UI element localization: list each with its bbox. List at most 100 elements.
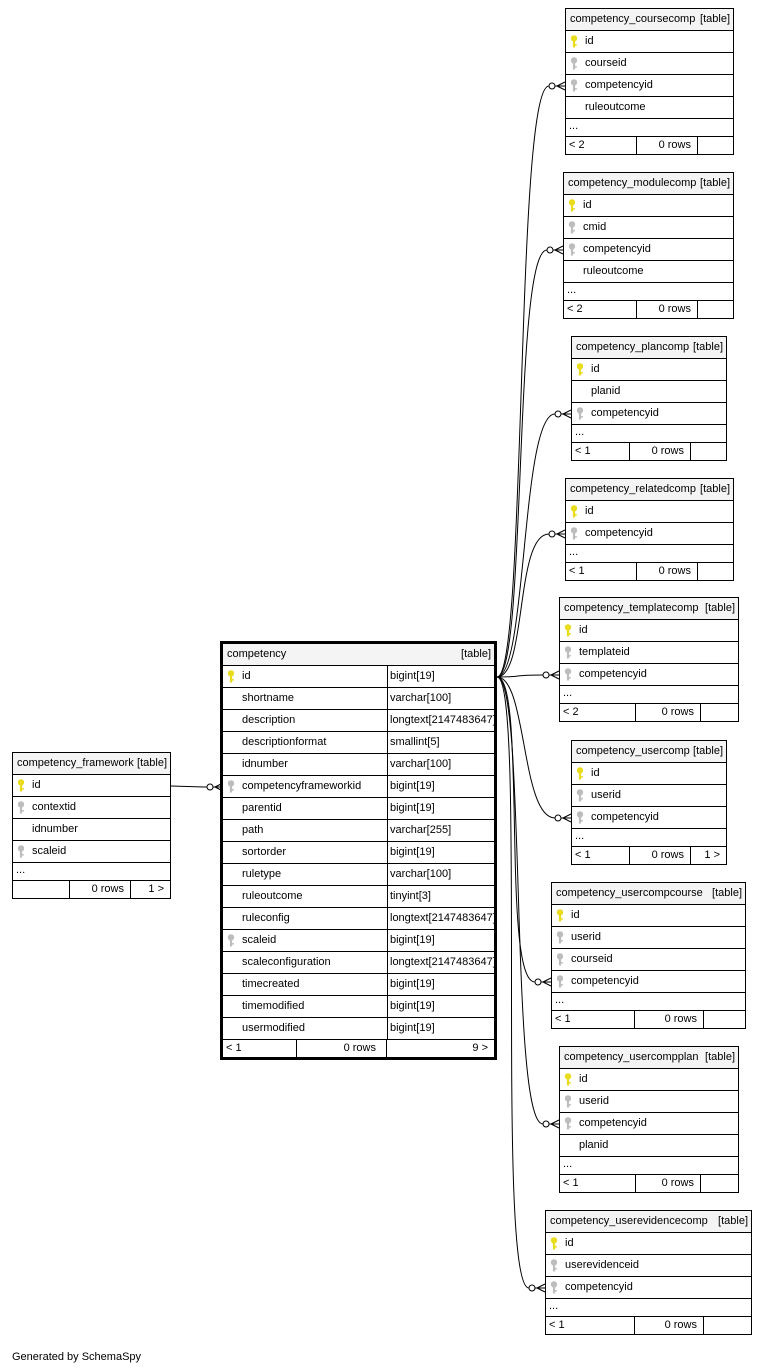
column-row[interactable]: competencyid (546, 1277, 751, 1299)
column-row[interactable]: idnumber (13, 819, 170, 841)
column-row[interactable]: courseid (566, 53, 733, 75)
column-name: userevidenceid (565, 1259, 639, 1271)
children-count[interactable]: 1 > (704, 849, 720, 861)
column-row[interactable]: id (564, 195, 733, 217)
column-row[interactable]: planid (572, 381, 726, 403)
column-row[interactable]: contextid (13, 797, 170, 819)
column-row[interactable]: ruleoutcome (566, 97, 733, 119)
parents-count[interactable]: < 2 (569, 139, 585, 151)
column-row[interactable]: competencyid (564, 239, 733, 261)
table-header[interactable]: competency_framework[table] (13, 753, 170, 775)
parents-count[interactable]: < 1 (226, 1042, 242, 1054)
column-row[interactable]: id (572, 359, 726, 381)
column-row[interactable]: competencyid (552, 971, 745, 993)
column-row[interactable]: competencyid (572, 807, 726, 829)
table-header[interactable]: competency_modulecomp[table] (564, 173, 733, 195)
table-header[interactable]: competency_usercompplan[table] (560, 1047, 738, 1069)
column-type: bigint[19] (390, 802, 435, 814)
column-row[interactable]: competencyid (566, 523, 733, 545)
column-row[interactable]: userevidenceid (546, 1255, 751, 1277)
table-competency-templatecomp[interactable]: competency_templatecomp[table]id template… (559, 597, 739, 722)
column-row[interactable]: competencyid (560, 1113, 738, 1135)
column-row[interactable]: id (566, 31, 733, 53)
column-name: courseid (571, 953, 613, 965)
parents-count[interactable]: < 1 (555, 1013, 571, 1025)
parents-count[interactable]: < 2 (563, 706, 579, 718)
more-columns-indicator: ... (564, 283, 733, 301)
column-row[interactable]: competencyid (560, 664, 738, 686)
column-row[interactable]: userid (552, 927, 745, 949)
column-row[interactable]: id (566, 501, 733, 523)
table-header[interactable]: competency_templatecomp[table] (560, 598, 738, 620)
column-row[interactable]: userid (560, 1091, 738, 1113)
column-row[interactable]: ruleoutcome (564, 261, 733, 283)
column-row[interactable]: id (552, 905, 745, 927)
column-row[interactable]: id (546, 1233, 751, 1255)
table-header[interactable]: competency_usercomp[table] (572, 741, 726, 763)
table-header[interactable]: competency_usercompcourse[table] (552, 883, 745, 905)
column-row[interactable]: scaleid (13, 841, 170, 863)
column-row[interactable]: userid (572, 785, 726, 807)
column-row[interactable]: id (572, 763, 726, 785)
parents-count[interactable]: < 2 (567, 303, 583, 315)
primary-key-icon (576, 767, 584, 780)
table-header[interactable]: competency[table] (223, 644, 494, 666)
column-row[interactable]: id (560, 1069, 738, 1091)
parents-count[interactable]: < 1 (575, 445, 591, 457)
column-row[interactable]: courseid (552, 949, 745, 971)
parents-count[interactable]: < 1 (569, 565, 585, 577)
children-count[interactable]: 9 > (472, 1042, 488, 1054)
table-type-label: [table] (693, 341, 723, 353)
table-header[interactable]: competency_plancomp[table] (572, 337, 726, 359)
table-header[interactable]: competency_relatedcomp[table] (566, 479, 733, 501)
column-row[interactable]: competencyid (572, 403, 726, 425)
parents-count[interactable]: < 1 (563, 1177, 579, 1189)
parents-count[interactable]: < 1 (549, 1319, 565, 1331)
row-count: 0 rows (664, 1319, 697, 1331)
crowfoot-competency-templatecomp (542, 670, 560, 680)
column-type: bigint[19] (390, 846, 435, 858)
column-name: id (579, 624, 588, 636)
column-row[interactable]: competencyid (566, 75, 733, 97)
column-name: scaleconfiguration (242, 956, 331, 968)
table-header[interactable]: competency_userevidencecomp[table] (546, 1211, 751, 1233)
parents-count[interactable]: < 1 (575, 849, 591, 861)
column-row[interactable]: id (13, 775, 170, 797)
column-row[interactable]: planid (560, 1135, 738, 1157)
table-header[interactable]: competency_coursecomp[table] (566, 9, 733, 31)
column-row[interactable]: templateid (560, 642, 738, 664)
column-row[interactable]: id (560, 620, 738, 642)
row-count: 0 rows (343, 1042, 376, 1054)
column-row[interactable]: cmid (564, 217, 733, 239)
children-count[interactable]: 1 > (148, 883, 164, 895)
table-competency-userevidencecomp[interactable]: competency_userevidencecomp[table]id user… (545, 1210, 752, 1335)
